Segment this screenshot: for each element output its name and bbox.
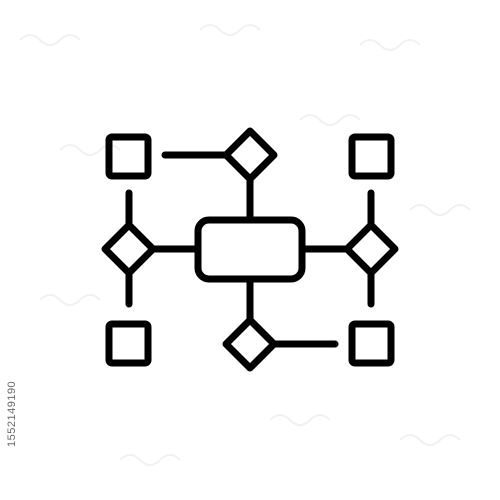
node-box-bottom-left	[105, 320, 152, 367]
node-diamond-right	[343, 221, 399, 277]
watermark-id-text: 1552149190	[6, 380, 18, 447]
node-diamond-top	[222, 127, 278, 183]
node-diamond-bottom	[222, 316, 278, 372]
node-process-center	[194, 216, 306, 283]
node-box-bottom-right	[348, 320, 395, 367]
node-box-top-left	[105, 133, 152, 180]
node-box-top-right	[348, 133, 395, 180]
diagram-connectors	[125, 151, 375, 348]
node-diamond-left	[101, 221, 157, 277]
diagram-nodes	[101, 127, 399, 372]
